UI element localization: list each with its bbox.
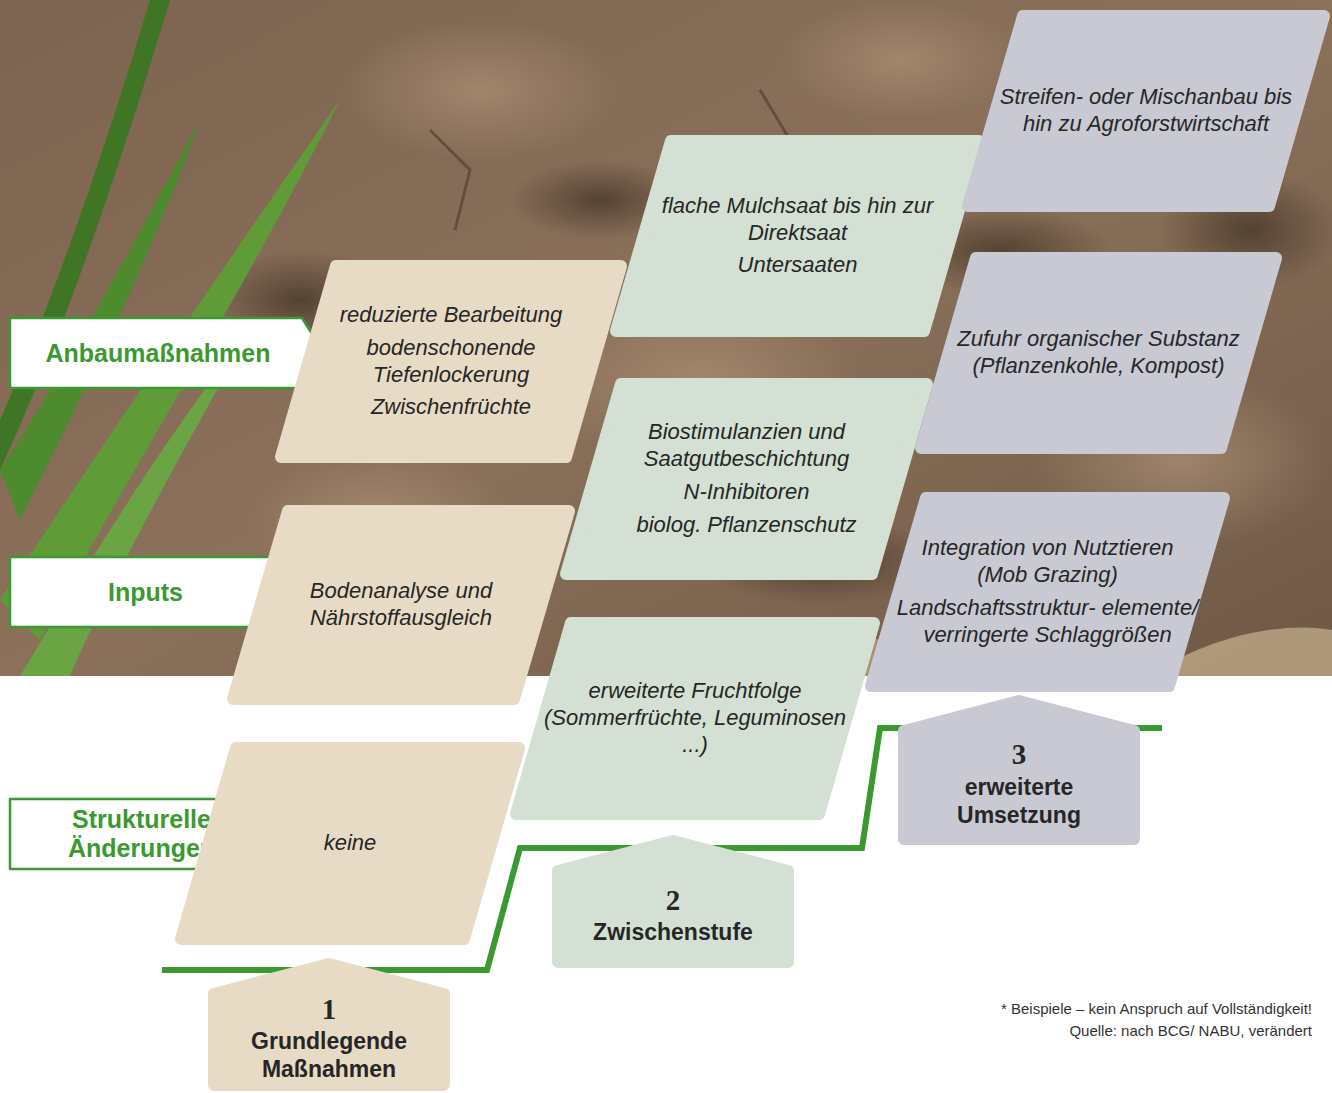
step-label: 2Zwischenstufe bbox=[552, 835, 794, 968]
measure-text: keine bbox=[324, 830, 377, 857]
measure-box: Bodenanalyse und Nährstoffausgleich bbox=[227, 505, 575, 705]
shape-outline bbox=[616, 141, 979, 331]
node-content: keine bbox=[175, 742, 525, 945]
row-label: Anbaumaßnahmen bbox=[8, 316, 326, 390]
measure-box: flache Mulchsaat bis hin zur DirektsaatU… bbox=[610, 135, 985, 337]
source-note: Quelle: nach BCG/ NABU, verändert bbox=[1069, 1022, 1312, 1039]
step-title: Grundlegende Maßnahmen bbox=[218, 1027, 440, 1083]
node-content: Biostimulanzien und SaatgutbeschichtungN… bbox=[560, 378, 933, 580]
step-title: erweiterte Umsetzung bbox=[908, 773, 1130, 829]
measure-text: Zufuhr organischer Substanz (Pflanzenkoh… bbox=[945, 326, 1252, 380]
measure-text: N-Inhibitoren bbox=[684, 479, 810, 506]
node-content: Integration von Nutztieren (Mob Grazing)… bbox=[865, 492, 1230, 692]
measure-box: Streifen- oder Mischanbau bis hin zu Agr… bbox=[962, 10, 1330, 212]
node-content: flache Mulchsaat bis hin zur DirektsaatU… bbox=[610, 135, 985, 337]
shape-outline bbox=[968, 16, 1324, 206]
measure-text: Integration von Nutztieren (Mob Grazing) bbox=[895, 535, 1200, 589]
shape-outline bbox=[904, 701, 1134, 839]
step-number: 3 bbox=[1012, 737, 1027, 772]
step-number: 2 bbox=[666, 883, 681, 918]
step-label: 3erweiterte Umsetzung bbox=[898, 695, 1140, 845]
step-label: 1Grundlegende Maßnahmen bbox=[208, 958, 450, 1091]
node-content: Bodenanalyse und Nährstoffausgleich bbox=[227, 505, 575, 705]
measure-text: Bodenanalyse und Nährstoffausgleich bbox=[257, 578, 545, 632]
row-title: Anbaumaßnahmen bbox=[45, 339, 270, 368]
node-content: Anbaumaßnahmen bbox=[8, 316, 326, 390]
shape-outline bbox=[281, 266, 621, 457]
measure-text: Streifen- oder Mischanbau bis hin zu Agr… bbox=[992, 84, 1300, 138]
node-content: 3erweiterte Umsetzung bbox=[898, 695, 1140, 845]
shape-outline bbox=[871, 498, 1224, 686]
shape-outline bbox=[558, 841, 788, 962]
node-content: Zufuhr organischer Substanz (Pflanzenkoh… bbox=[915, 252, 1282, 454]
shape-outline bbox=[181, 748, 519, 939]
shape-outline bbox=[516, 623, 874, 814]
measure-box: Zufuhr organischer Substanz (Pflanzenkoh… bbox=[915, 252, 1282, 454]
measure-text: biolog. Pflanzenschutz bbox=[636, 512, 856, 539]
measure-text: reduzierte Bearbeitung bbox=[340, 302, 563, 329]
node-content: erweiterte Fruchtfolge (Sommerfrüchte, L… bbox=[510, 617, 880, 820]
measure-text: Biostimulanzien und Saatgutbeschichtung bbox=[590, 419, 903, 473]
measure-text: Untersaaten bbox=[738, 252, 858, 279]
node-content: 2Zwischenstufe bbox=[552, 835, 794, 968]
measure-text: Landschaftsstruktur- elemente/ verringer… bbox=[895, 595, 1200, 649]
measure-text: flache Mulchsaat bis hin zur Direktsaat bbox=[640, 193, 955, 247]
measure-box: Integration von Nutztieren (Mob Grazing)… bbox=[865, 492, 1230, 692]
step-number: 1 bbox=[322, 992, 337, 1027]
shape-outline bbox=[921, 258, 1276, 448]
measure-box: erweiterte Fruchtfolge (Sommerfrüchte, L… bbox=[510, 617, 880, 820]
shape-outline bbox=[214, 964, 444, 1085]
measure-box: keine bbox=[175, 742, 525, 945]
node-content: reduzierte Bearbeitung bodenschonende Tie… bbox=[275, 260, 627, 463]
footnote: * Beispiele – kein Anspruch auf Vollstän… bbox=[1001, 1000, 1312, 1017]
node-content: Streifen- oder Mischanbau bis hin zu Agr… bbox=[962, 10, 1330, 212]
measure-text: erweiterte Fruchtfolge (Sommerfrüchte, L… bbox=[540, 678, 850, 758]
measure-box: reduzierte Bearbeitung bodenschonende Tie… bbox=[275, 260, 627, 463]
node-content: 1Grundlegende Maßnahmen bbox=[208, 958, 450, 1091]
measure-text: Zwischenfrüchte bbox=[371, 394, 531, 421]
row-title: Inputs bbox=[108, 578, 183, 607]
measure-box: Biostimulanzien und SaatgutbeschichtungN… bbox=[560, 378, 933, 580]
shape-outline bbox=[566, 384, 927, 574]
step-title: Zwischenstufe bbox=[593, 918, 753, 946]
measure-text: bodenschonende Tiefenlockerung bbox=[305, 335, 597, 389]
shape-outline bbox=[233, 511, 569, 699]
parallelogram-shape bbox=[865, 492, 1230, 692]
shape-outline bbox=[10, 318, 324, 388]
